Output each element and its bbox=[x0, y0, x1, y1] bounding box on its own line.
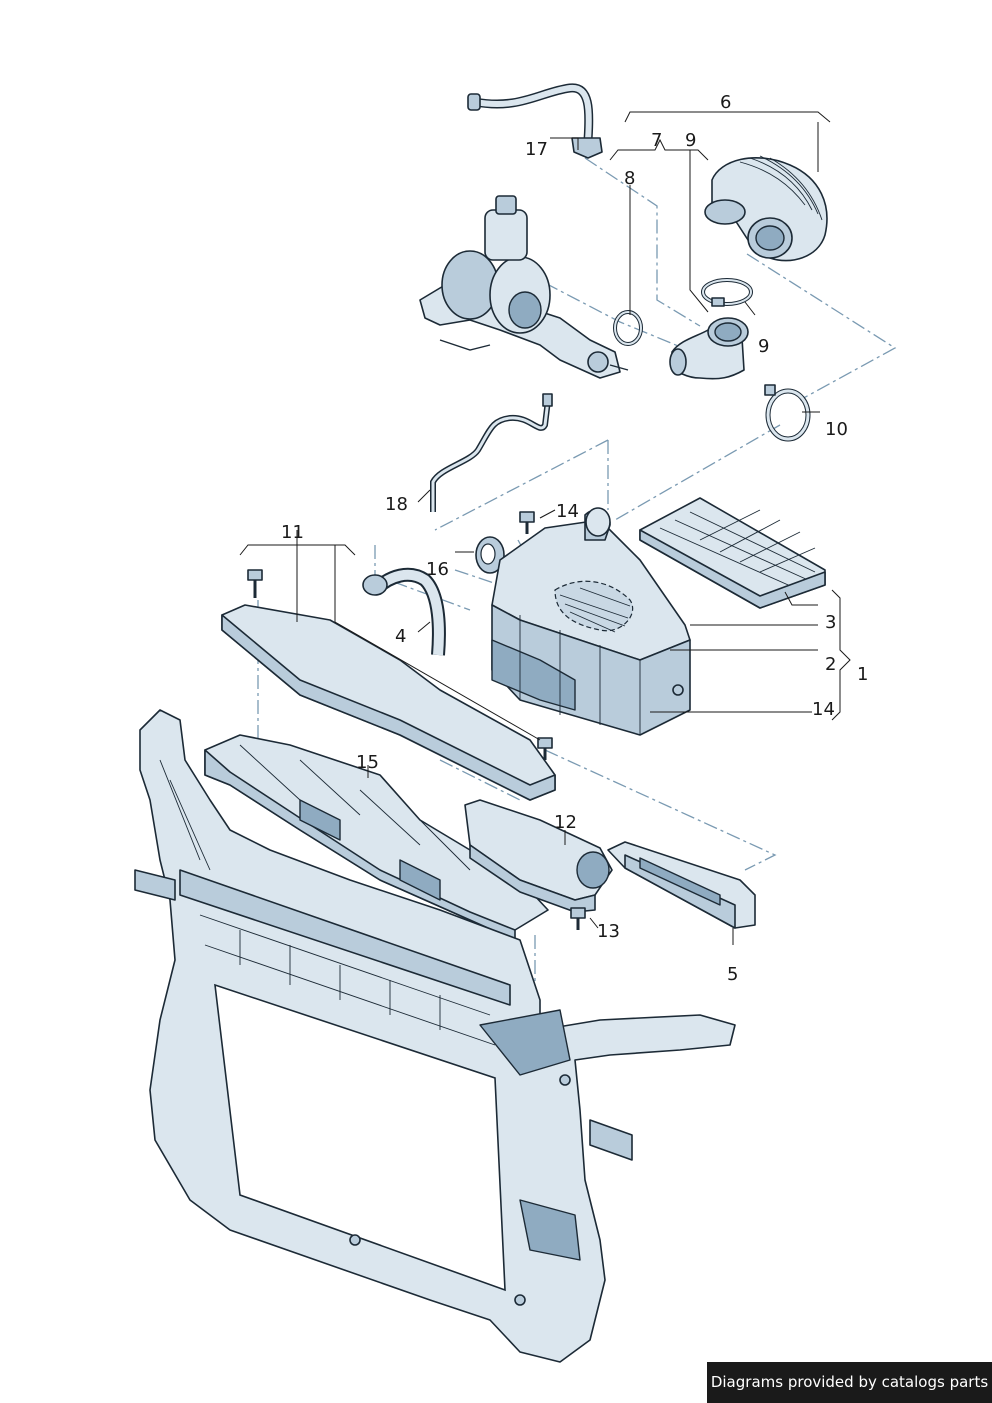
callout-2: 2 bbox=[825, 654, 836, 675]
callout-11: 11 bbox=[281, 522, 304, 543]
grommet-16[interactable] bbox=[475, 536, 505, 574]
breather-hose-17[interactable] bbox=[467, 83, 603, 159]
intake-hose-6[interactable] bbox=[704, 155, 828, 262]
callout-16: 16 bbox=[426, 559, 449, 580]
air-guide-5[interactable] bbox=[607, 841, 756, 929]
callout-12: 12 bbox=[554, 812, 577, 833]
lock-carrier-front-end[interactable] bbox=[134, 709, 736, 1363]
bolt-11-top[interactable] bbox=[247, 569, 263, 598]
callout-5: 5 bbox=[727, 964, 738, 985]
callout-14: 14 bbox=[812, 699, 835, 720]
callout-8: 8 bbox=[624, 168, 635, 189]
callout-15: 15 bbox=[356, 752, 379, 773]
callout-4: 4 bbox=[395, 626, 406, 647]
hose-clamp-10[interactable] bbox=[764, 384, 811, 442]
vacuum-hose-18[interactable] bbox=[430, 393, 553, 512]
callout-6: 6 bbox=[720, 92, 731, 113]
bolt-14-top[interactable] bbox=[519, 511, 535, 534]
callout-17: 17 bbox=[525, 139, 548, 160]
callout-9-top: 9 bbox=[685, 130, 696, 151]
callout-3: 3 bbox=[825, 612, 836, 633]
callout-14-top: 14 bbox=[556, 501, 579, 522]
air-filter-housing[interactable] bbox=[491, 507, 691, 736]
callout-10: 10 bbox=[825, 419, 848, 440]
callout-1: 1 bbox=[857, 664, 868, 685]
o-ring-8[interactable] bbox=[613, 310, 643, 346]
callout-7: 7 bbox=[651, 130, 662, 151]
attribution-banner: Diagrams provided by catalogs parts bbox=[707, 1362, 992, 1403]
bolt-11-right[interactable] bbox=[537, 737, 553, 760]
air-guide-12[interactable] bbox=[464, 799, 613, 913]
drain-hose-4[interactable] bbox=[362, 567, 446, 656]
air-duct-11[interactable] bbox=[221, 604, 556, 801]
callout-labels: 1 2 3 4 5 6 7 8 9 9 10 11 12 13 14 14 15… bbox=[281, 92, 868, 985]
intake-elbow-7[interactable] bbox=[669, 317, 749, 380]
turbocharger[interactable] bbox=[419, 195, 629, 379]
bolt-13[interactable] bbox=[570, 907, 586, 930]
leader-lines bbox=[239, 111, 851, 945]
hose-clamp-9[interactable] bbox=[701, 278, 753, 307]
callout-9: 9 bbox=[758, 336, 769, 357]
filter-element-3[interactable] bbox=[639, 497, 826, 609]
callout-18: 18 bbox=[385, 494, 408, 515]
callout-13: 13 bbox=[597, 921, 620, 942]
